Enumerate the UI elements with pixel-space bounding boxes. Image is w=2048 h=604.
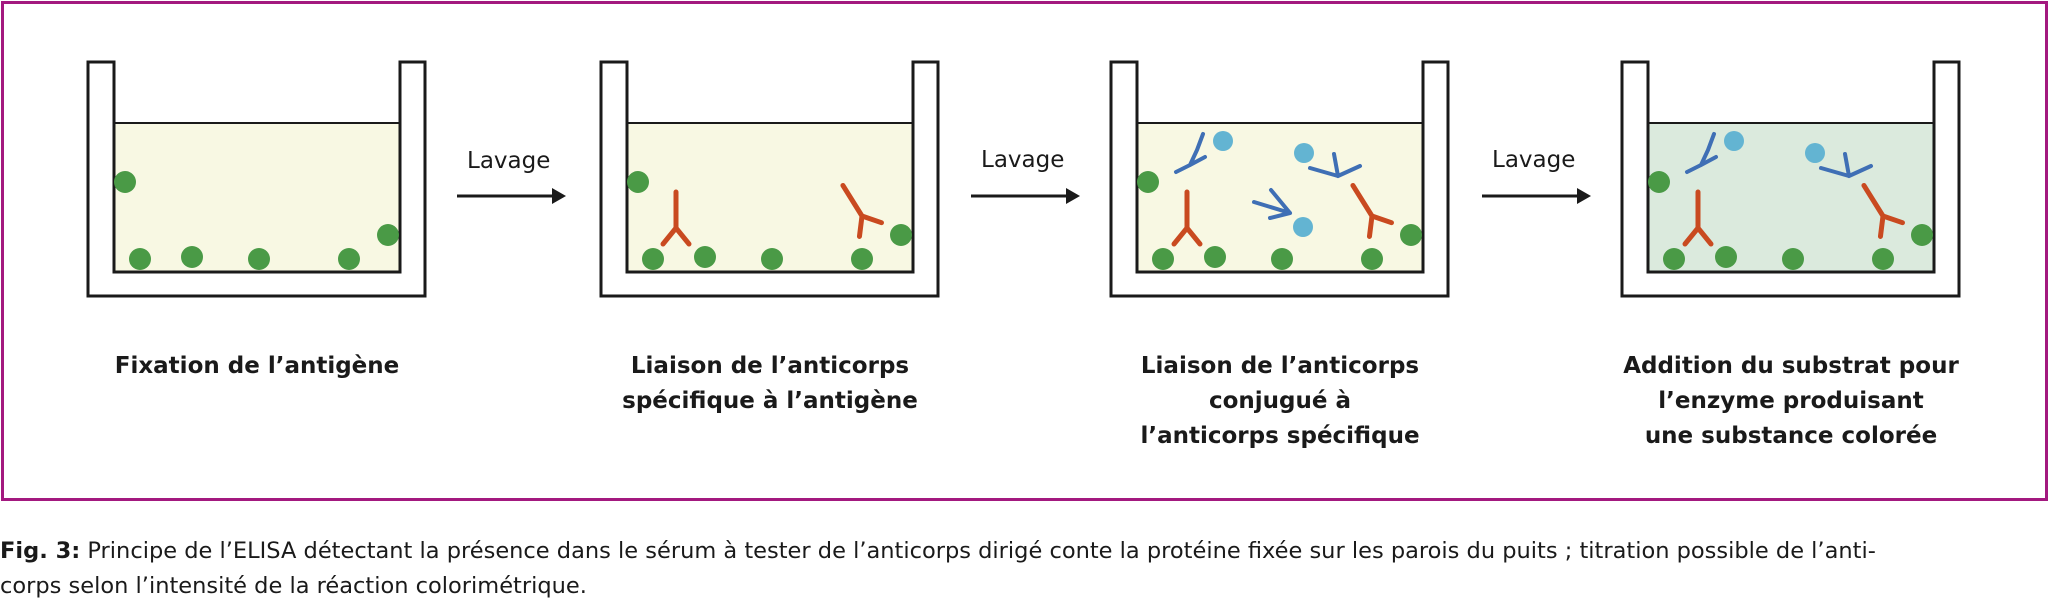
- antigen: [1911, 224, 1933, 246]
- well-1: [86, 60, 427, 298]
- antigen: [1137, 171, 1159, 193]
- arrow-2: [971, 188, 1080, 204]
- step-label-line: spécifique à l’antigène: [622, 388, 918, 414]
- antigen: [338, 248, 360, 270]
- step-label-line: Addition du substrat pour: [1623, 353, 1959, 379]
- well-4: [1620, 60, 1961, 298]
- antigen: [1204, 246, 1226, 268]
- antigen: [377, 224, 399, 246]
- antigen: [1400, 224, 1422, 246]
- conjugated-antibody: [1685, 132, 1718, 174]
- conjugated-antibody: [1252, 188, 1292, 220]
- antigen: [1715, 246, 1737, 268]
- step-label-4: Addition du substrat pour l’enzyme produ…: [1611, 349, 1971, 454]
- figure-frame: [1, 1, 2048, 501]
- caption-line-2: corps selon l’intensité de la réaction c…: [0, 573, 587, 599]
- antigen: [1782, 248, 1804, 270]
- conjugated-antibody-group: [1685, 132, 1873, 178]
- arrow-head: [1577, 188, 1591, 204]
- well-wall: [1620, 60, 1961, 298]
- antigen: [114, 171, 136, 193]
- antigen: [248, 248, 270, 270]
- step-label-2: Liaison de l’anticorps spécifique à l’an…: [590, 349, 950, 419]
- enzyme: [1213, 131, 1233, 151]
- antigen-group: [114, 171, 399, 270]
- enzyme: [1724, 131, 1744, 151]
- well-liquid: [114, 123, 400, 272]
- arrow-3: [1482, 188, 1591, 204]
- antigen: [1663, 248, 1685, 270]
- antigen: [1271, 248, 1293, 270]
- antigen: [761, 248, 783, 270]
- antigen: [851, 248, 873, 270]
- step-label-line: conjugué à: [1208, 388, 1352, 414]
- caption-text: Principe de l’ELISA détectant la présenc…: [80, 538, 1876, 564]
- conjugated-antibody-group: [1174, 132, 1362, 220]
- antigen: [890, 224, 912, 246]
- antigen: [694, 246, 716, 268]
- enzyme: [1294, 143, 1314, 163]
- well-wall: [86, 60, 427, 298]
- elisa-diagram: [86, 60, 1961, 298]
- well-2: [599, 60, 940, 298]
- antigen: [129, 248, 151, 270]
- wash-label-1: Lavage: [467, 148, 551, 174]
- step-label-1: Fixation de l’antigène: [77, 349, 437, 384]
- well-3: [1109, 60, 1450, 298]
- step-label-line: l’enzyme produisant: [1658, 388, 1924, 414]
- step-label-line: l’anticorps spécifique: [1140, 423, 1420, 449]
- step-label-line: Liaison de l’anticorps: [1140, 353, 1420, 379]
- enzyme-group: [1213, 131, 1314, 237]
- well-wall: [599, 60, 940, 298]
- well-wall: [1109, 60, 1450, 298]
- enzyme: [1805, 143, 1825, 163]
- conjugated-antibody: [1308, 152, 1362, 178]
- step-label-line: Fixation de l’antigène: [114, 353, 400, 379]
- antigen: [642, 248, 664, 270]
- enzyme-group: [1724, 131, 1825, 163]
- conjugated-antibody: [1819, 152, 1873, 178]
- antigen: [627, 171, 649, 193]
- caption-line-1: Fig. 3: Principe de l’ELISA détectant la…: [0, 534, 2046, 569]
- arrow-head: [552, 188, 566, 204]
- figure-caption: Fig. 3: Principe de l’ELISA détectant la…: [0, 534, 2046, 604]
- step-label-line: une substance colorée: [1644, 423, 1938, 449]
- antigen: [1361, 248, 1383, 270]
- enzyme: [1293, 217, 1313, 237]
- wash-label-2: Lavage: [981, 147, 1065, 173]
- arrow-head: [1066, 188, 1080, 204]
- step-label-line: Liaison de l’anticorps: [630, 353, 910, 379]
- conjugated-antibody: [1174, 132, 1207, 174]
- wash-label-3: Lavage: [1492, 147, 1576, 173]
- step-label-3: Liaison de l’anticorps conjugué à l’anti…: [1100, 349, 1460, 454]
- caption-label: Fig. 3:: [0, 538, 81, 564]
- antigen: [1152, 248, 1174, 270]
- antigen: [181, 246, 203, 268]
- antigen: [1648, 171, 1670, 193]
- arrow-1: [457, 188, 566, 204]
- antigen-group: [1648, 171, 1933, 270]
- antigen-group: [1137, 171, 1422, 270]
- antigen-group: [627, 171, 912, 270]
- antigen: [1872, 248, 1894, 270]
